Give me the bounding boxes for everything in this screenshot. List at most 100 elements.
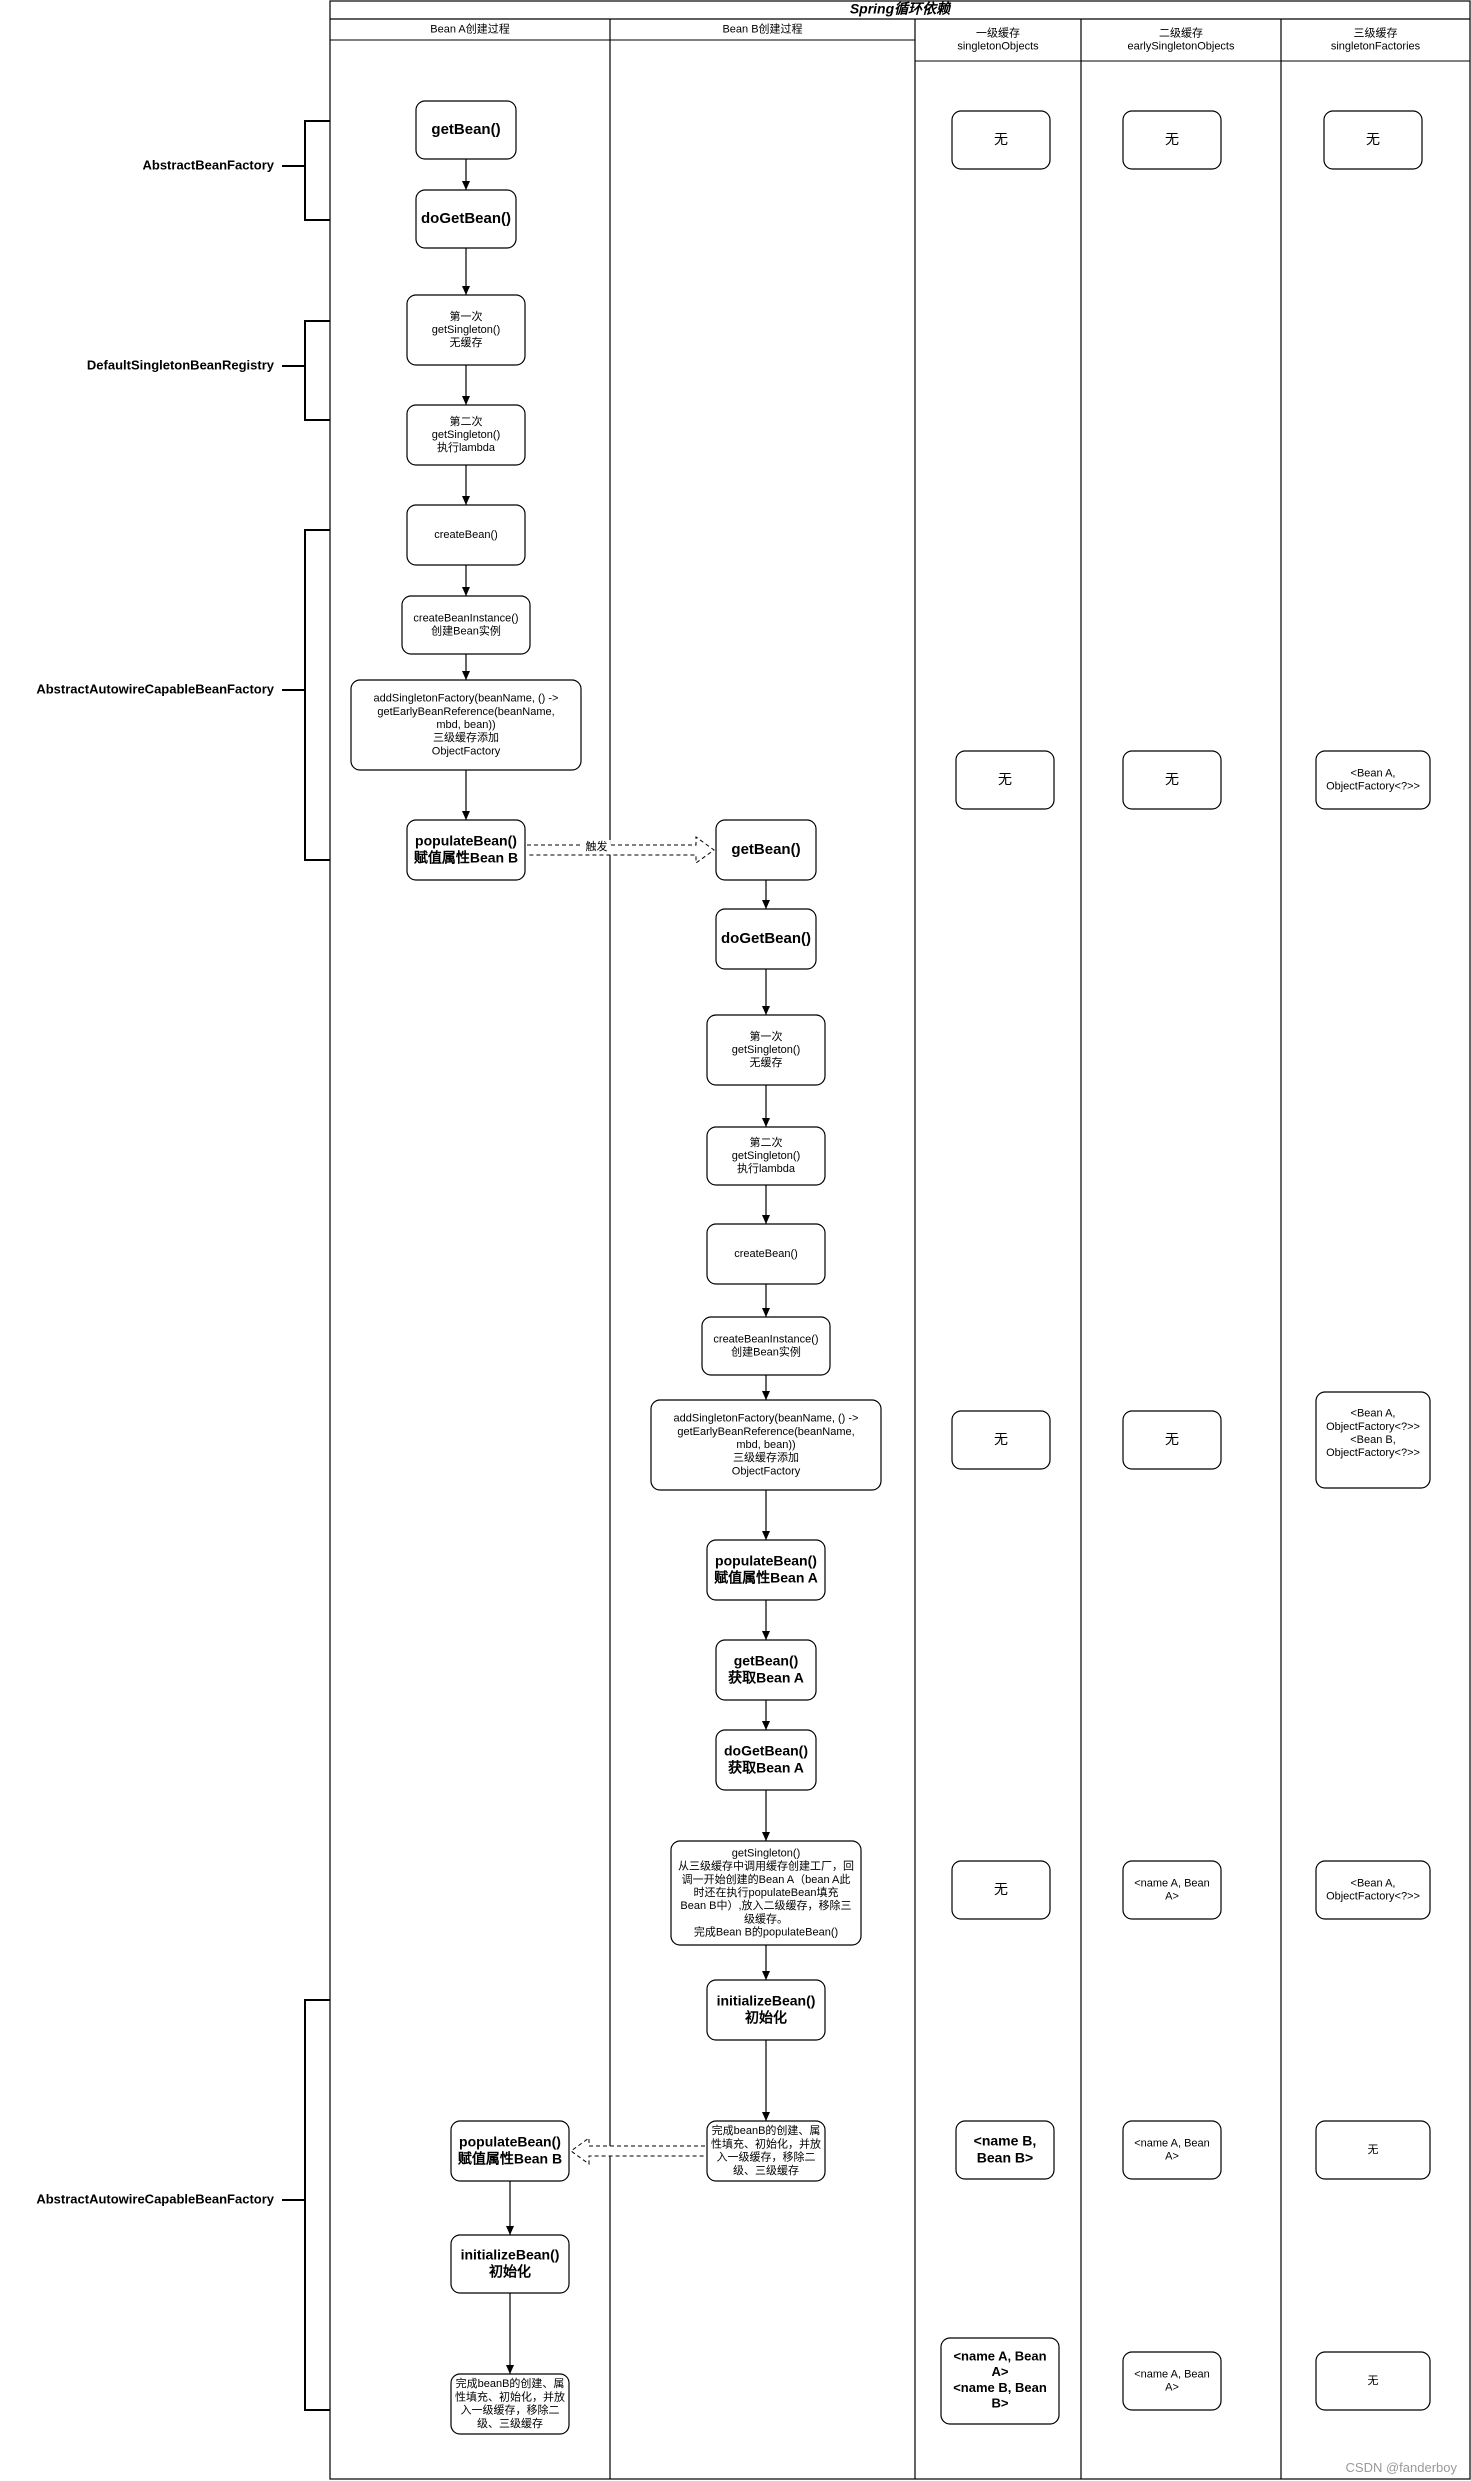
node-label: 完成beanB的创建、属性填充、初始化，并放入一级缓存，移除二级、三级缓存 [711,2123,821,2177]
node-label: addSingletonFactory(beanName, () ->getEa… [674,1413,859,1478]
node-b-initializeBean: initializeBean()初始化 [706,1979,826,2041]
node-a-doGetBean: doGetBean() [415,189,517,249]
node-b-populateBean: populateBean()赋值属性Bean A [706,1539,826,1601]
node-label: getBean()获取Bean A [728,1652,804,1685]
node-b-doGetBean: doGetBean() [715,908,817,970]
node-label: doGetBean() [421,210,511,227]
bracket-label: AbstractAutowireCapableBeanFactory [36,2191,274,2206]
node-b-createBean: createBean() [706,1223,826,1285]
node-label: doGetBean() [721,930,811,947]
node-label: addSingletonFactory(beanName, () ->getEa… [374,693,559,758]
node-a-getBean: getBean() [415,100,517,160]
node-a-initializeBean: initializeBean()初始化 [450,2234,570,2294]
node-label: initializeBean()初始化 [717,1992,816,2025]
node-label: <Bean A,ObjectFactory<?>><Bean B,ObjectF… [1326,1408,1420,1460]
node-s2-c1: 无 [955,750,1055,810]
node-label: 无 [994,1431,1008,1447]
node-s3-c1: 无 [951,1410,1051,1470]
bracket-1 [304,120,330,221]
bracket-label: AbstractAutowireCapableBeanFactory [36,681,274,696]
edge-return-arrow [570,2137,705,2165]
node-label: 无 [998,771,1012,787]
node-label: 无 [1366,131,1380,147]
lane-header-a: Bean A创建过程 [430,21,509,35]
node-label: 无 [1165,131,1179,147]
node-a-finish: 完成beanB的创建、属性填充、初始化，并放入一级缓存，移除二级、三级缓存 [450,2373,570,2435]
node-a-createBean: createBean() [406,504,526,566]
node-a-createBeanInstance: createBeanInstance()创建Bean实例 [401,595,531,655]
node-label: initializeBean()初始化 [461,2246,560,2279]
node-label: createBeanInstance()创建Bean实例 [413,612,518,637]
node-s5-c1: <name B,Bean B> [955,2120,1055,2180]
node-b-addSingletonFactory: addSingletonFactory(beanName, () ->getEa… [650,1399,882,1491]
node-s1-c2: 无 [1122,110,1222,170]
bracket-4 [304,1999,330,2411]
edge-trigger-arrow: 触发 [527,836,715,864]
node-label: createBean() [434,529,498,541]
node-label: createBeanInstance()创建Bean实例 [713,1333,818,1358]
node-s1-c1: 无 [951,110,1051,170]
bracket-label: DefaultSingletonBeanRegistry [87,357,275,372]
node-b-finish: 完成beanB的创建、属性填充、初始化，并放入一级缓存，移除二级、三级缓存 [706,2120,826,2182]
node-label: populateBean()赋值属性Bean B [458,2133,562,2166]
node-label: 无 [1368,2375,1379,2387]
pool-border [329,0,1471,2480]
node-b-getBeanA: getBean()获取Bean A [715,1639,817,1701]
node-a-populateBean2: populateBean()赋值属性Bean B [450,2120,570,2182]
lane-header-b: Bean B创建过程 [722,21,802,35]
node-label: 无 [1165,1431,1179,1447]
node-s6-c3: 无 [1315,2351,1431,2411]
node-label: getSingleton()从三级缓存中调用缓存创建工厂，回调一开始创建的Bea… [678,1847,854,1938]
node-a-addSingletonFactory: addSingletonFactory(beanName, () ->getEa… [350,679,582,771]
node-label: getBean() [431,121,500,138]
node-label: 无 [994,131,1008,147]
node-label: 无 [994,1881,1008,1897]
node-b-createBeanInstance: createBeanInstance()创建Bean实例 [701,1316,831,1376]
node-label: populateBean()赋值属性Bean A [714,1552,818,1585]
csdn-watermark: CSDN @fanderboy [1345,2460,1457,2475]
node-s4-c3: <Bean A,ObjectFactory<?>> [1315,1860,1431,1920]
node-label: doGetBean()获取Bean A [724,1742,808,1775]
diagram-title: Spring循环依赖 [850,1,952,17]
bracket-label: AbstractBeanFactory [143,157,275,172]
node-s5-c3: 无 [1315,2120,1431,2180]
bracket-3 [304,529,330,861]
node-label: populateBean()赋值属性Bean B [414,832,518,865]
node-b-getSingletonEarly: getSingleton()从三级缓存中调用缓存创建工厂，回调一开始创建的Bea… [670,1840,862,1946]
node-label: <Bean A,ObjectFactory<?>> [1326,767,1420,792]
node-label: <name B,Bean B> [974,2132,1037,2165]
node-label: createBean() [734,1248,798,1260]
node-s4-c1: 无 [951,1860,1051,1920]
node-label: getBean() [731,841,800,858]
node-b-doGetBeanA: doGetBean()获取Bean A [715,1729,817,1791]
node-s2-c3: <Bean A,ObjectFactory<?>> [1315,750,1431,810]
node-label: <Bean A,ObjectFactory<?>> [1326,1877,1420,1902]
node-s1-c3: 无 [1323,110,1423,170]
node-a-populateBean: populateBean()赋值属性Bean B [406,819,526,881]
node-label: 无 [1165,771,1179,787]
bracket-2 [304,320,330,421]
node-label: 无 [1368,2144,1379,2156]
node-s3-c2: 无 [1122,1410,1222,1470]
node-s2-c2: 无 [1122,750,1222,810]
